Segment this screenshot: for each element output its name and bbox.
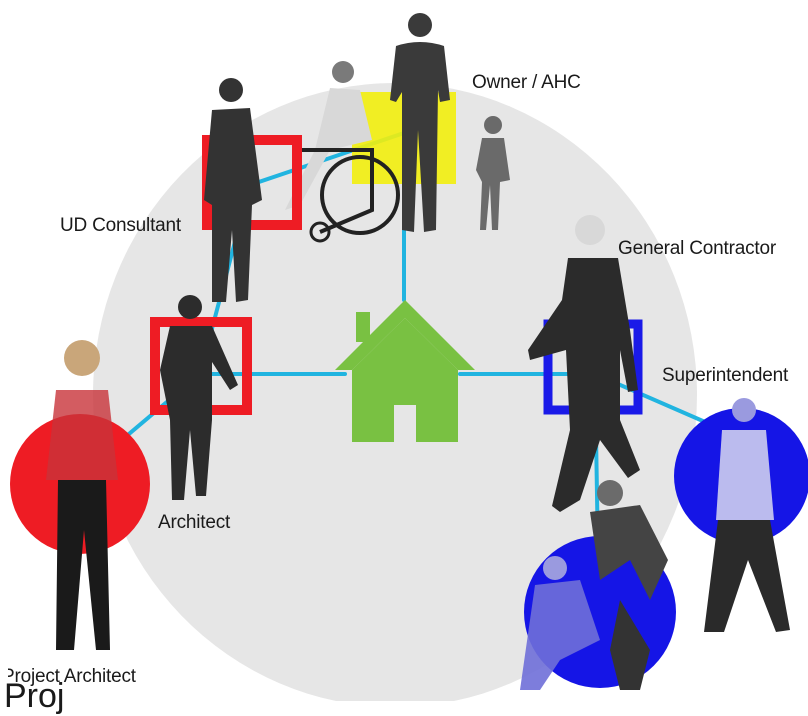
architect-person — [160, 295, 238, 500]
wheelchair-user — [285, 61, 400, 243]
label-superintendent: Superintendent — [662, 365, 789, 386]
project-architect-person — [46, 340, 118, 650]
subcontractor-people — [520, 480, 668, 690]
clipped-caption: Proj — [4, 677, 65, 715]
stakeholder-diagram — [10, 13, 808, 701]
label-ud-consultant: UD Consultant — [60, 215, 181, 236]
superintendent-person — [704, 398, 790, 632]
child-person — [476, 116, 510, 230]
owner-person — [390, 13, 450, 232]
house-icon — [335, 300, 475, 442]
label-general-contractor: General Contractor — [618, 238, 776, 259]
label-project-architect: Project Architect — [2, 666, 136, 687]
label-architect: Architect — [158, 512, 231, 533]
ud-consultant-person — [204, 78, 262, 302]
label-owner: Owner / AHC — [472, 72, 581, 93]
general-contractor-person — [528, 215, 640, 512]
